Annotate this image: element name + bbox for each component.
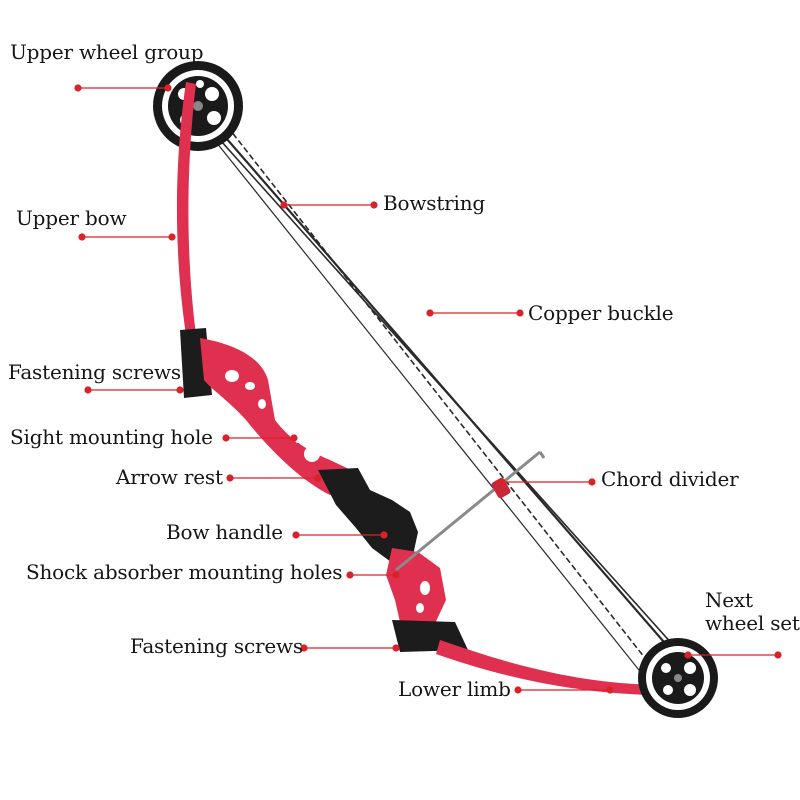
red-dot-icon [74,84,82,92]
leader-sight-mounting-hole [222,434,298,442]
label-upper-bow: Upper bow [16,206,127,230]
red-dot-icon [588,478,596,486]
red-dot-icon [380,531,388,539]
red-dot-icon [222,434,230,442]
cable-line-1 [194,111,683,656]
red-dot-icon [280,201,288,209]
red-dot-icon [164,84,172,92]
lower-wheel-icon [638,638,718,718]
red-dot-icon [370,201,378,209]
leader-bowstring [280,201,378,209]
label-chord-divider: Chord divider [601,467,739,491]
label-lower-limb: Lower limb [398,677,511,701]
leader-shock-absorber-mounting-holes [346,571,400,579]
red-dot-icon [78,233,86,241]
red-dot-icon [346,571,354,579]
leader-copper-buckle [426,309,524,317]
leader-fastening-screws-lower [300,644,400,652]
red-dot-icon [426,309,434,317]
label-next-wheel-set: Next wheel set [705,588,800,635]
label-bowstring: Bowstring [383,191,485,215]
red-dot-icon [606,686,614,694]
red-dot-icon [300,644,308,652]
red-dot-icon [290,434,298,442]
leader-fastening-screws-upper [84,386,184,394]
red-dot-icon [314,474,322,482]
label-fastening-screws-upper: Fastening screws [8,360,181,384]
red-dot-icon [514,686,522,694]
bow-body [176,82,702,696]
red-dot-icon [176,386,184,394]
bow-strings [175,84,691,691]
chord-divider-rod [395,450,546,572]
red-dot-icon [84,386,92,394]
label-fastening-screws-lower: Fastening screws [130,634,303,658]
leader-chord-divider [498,478,596,486]
red-dot-icon [168,233,176,241]
red-dot-icon [392,571,400,579]
red-dot-icon [774,651,782,659]
label-sight-mounting-hole: Sight mounting hole [10,425,213,449]
label-shock-absorber-mounting-holes: Shock absorber mounting holes [26,560,343,584]
label-arrow-rest: Arrow rest [116,465,223,489]
red-dot-icon [392,644,400,652]
leader-lines [74,84,782,694]
red-dot-icon [292,531,300,539]
leader-next-wheel-set [684,651,782,659]
cable-line-3 [175,91,656,691]
leader-upper-wheel-group [74,84,172,92]
leader-arrow-rest [226,474,322,482]
label-upper-wheel-group: Upper wheel group [10,40,204,64]
leader-lower-limb [514,686,614,694]
leader-upper-bow [78,233,176,241]
label-copper-buckle: Copper buckle [528,301,674,325]
upper-wheel-icon [153,61,243,151]
red-dot-icon [516,309,524,317]
label-bow-handle: Bow handle [166,520,283,544]
red-dot-icon [498,478,506,486]
leader-bow-handle [292,531,388,539]
red-dot-icon [226,474,234,482]
red-dot-icon [684,651,692,659]
